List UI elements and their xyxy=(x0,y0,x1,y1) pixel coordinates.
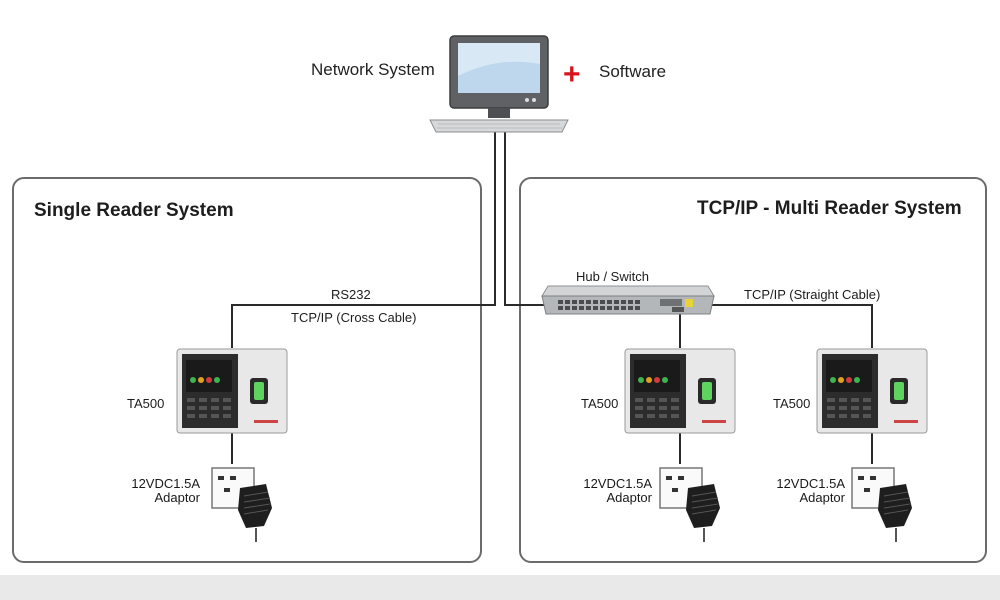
adaptor-3-spec: 12VDC1.5A xyxy=(776,476,845,491)
adaptor-1-label: 12VDC1.5A Adaptor xyxy=(128,477,200,505)
single-reader-title: Single Reader System xyxy=(34,200,234,221)
hub-to-reader-3-cable xyxy=(710,304,873,348)
multi-reader-title: TCP/IP - Multi Reader System xyxy=(697,198,962,219)
straight-cable-label: TCP/IP (Straight Cable) xyxy=(744,287,881,302)
hub-uplink-cable xyxy=(504,131,545,306)
rs232-cable xyxy=(231,131,496,348)
reader-1-icon xyxy=(176,348,288,434)
adaptor-2-name: Adaptor xyxy=(606,490,652,505)
hub-switch-icon xyxy=(541,285,715,315)
adaptor-2-label: 12VDC1.5A Adaptor xyxy=(580,477,652,505)
cross-cable-label: TCP/IP (Cross Cable) xyxy=(291,310,417,325)
adaptor-1-spec: 12VDC1.5A xyxy=(131,476,200,491)
adaptor-1-name: Adaptor xyxy=(154,490,200,505)
adaptor-2-icon xyxy=(659,467,720,542)
rs232-label: RS232 xyxy=(331,287,371,302)
adaptor-1-icon xyxy=(211,467,272,542)
adaptor-3-name: Adaptor xyxy=(799,490,845,505)
footer-band xyxy=(0,575,1000,600)
reader-2-model: TA500 xyxy=(581,396,619,411)
reader-2-icon xyxy=(624,348,736,434)
hub-switch-label: Hub / Switch xyxy=(576,269,649,284)
adaptor-3-label: 12VDC1.5A Adaptor xyxy=(773,477,845,505)
reader-3-model: TA500 xyxy=(773,396,811,411)
reader-3-icon xyxy=(816,348,928,434)
adaptor-2-spec: 12VDC1.5A xyxy=(583,476,652,491)
software-label: Software xyxy=(599,62,667,81)
reader-1-model: TA500 xyxy=(127,396,165,411)
network-system-label: Network System xyxy=(311,60,435,79)
adaptor-3-icon xyxy=(851,467,912,542)
computer-icon xyxy=(429,35,569,133)
plus-icon: + xyxy=(563,58,581,91)
